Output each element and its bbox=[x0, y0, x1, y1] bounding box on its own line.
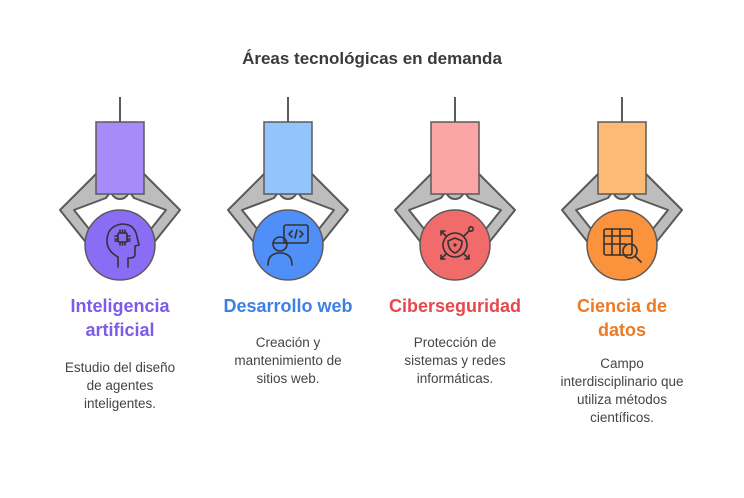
icon-circle bbox=[586, 209, 658, 281]
web-developer-icon bbox=[267, 224, 309, 266]
data-search-icon bbox=[603, 228, 642, 263]
description-line: Creación y bbox=[255, 335, 321, 350]
description-line: mantenimiento de bbox=[234, 353, 342, 368]
icon-circle bbox=[252, 209, 324, 281]
card-description: Protección de sistemas y redes informática… bbox=[375, 334, 535, 388]
color-block bbox=[95, 121, 145, 195]
card-heading: Ciberseguridad bbox=[371, 294, 539, 318]
description-line: interdisciplinario que bbox=[560, 374, 684, 389]
description-line: científicos. bbox=[590, 410, 654, 425]
card-heading: Ciencia de datos bbox=[538, 294, 706, 342]
heading-line: datos bbox=[597, 320, 646, 340]
description-line: sitios web. bbox=[256, 371, 320, 386]
description-line: utiliza métodos bbox=[576, 392, 668, 407]
color-block bbox=[597, 121, 647, 195]
diagram-title: Áreas tecnológicas en demanda bbox=[242, 49, 502, 68]
description-line: Campo bbox=[600, 356, 644, 371]
description-line: Protección de bbox=[413, 335, 497, 350]
claw-illustration bbox=[394, 97, 516, 281]
heading-line: Inteligencia bbox=[70, 296, 170, 316]
heading-line: Desarrollo web bbox=[223, 296, 353, 316]
card-description: Estudio del diseño de agentes inteligentes… bbox=[40, 359, 200, 413]
card-heading: Desarrollo web bbox=[204, 294, 372, 318]
description-line: inteligentes. bbox=[83, 396, 157, 411]
heading-line: Ciberseguridad bbox=[388, 296, 522, 316]
heading-line: artificial bbox=[85, 320, 155, 340]
ai-chip-head-icon bbox=[106, 223, 140, 268]
color-block bbox=[430, 121, 480, 195]
description-line: Estudio del diseño bbox=[64, 360, 176, 375]
security-shield-icon bbox=[440, 225, 475, 260]
claw-illustration bbox=[59, 97, 181, 281]
claw-illustration bbox=[227, 97, 349, 281]
card-heading: Inteligencia artificial bbox=[36, 294, 204, 342]
description-line: de agentes bbox=[86, 378, 154, 393]
description-line: sistemas y redes bbox=[404, 353, 506, 368]
color-block bbox=[263, 121, 313, 195]
heading-line: Ciencia de bbox=[576, 296, 668, 316]
card-description: Campo interdisciplinario que utiliza métod… bbox=[542, 355, 702, 427]
description-line: informáticas. bbox=[416, 371, 494, 386]
claw-illustration bbox=[561, 97, 683, 281]
card-description: Creación y mantenimiento de sitios web. bbox=[208, 334, 368, 388]
